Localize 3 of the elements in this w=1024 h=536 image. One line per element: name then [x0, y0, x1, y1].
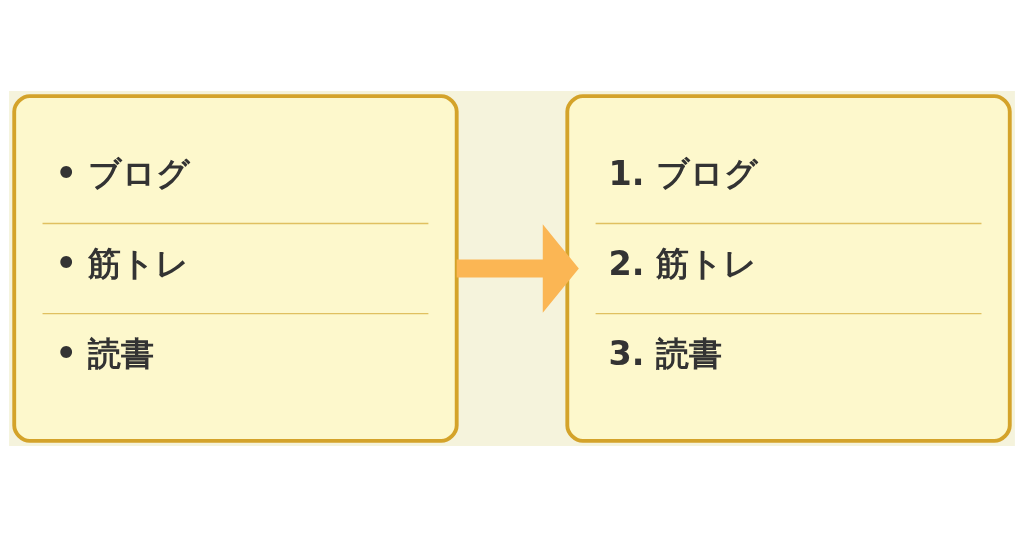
node-box: 1. ブログ 2. 筋トレ 3. 読書 [565, 93, 1012, 443]
arrow [456, 223, 579, 313]
node-box: • ブログ • 筋トレ • 読書 [12, 93, 459, 443]
